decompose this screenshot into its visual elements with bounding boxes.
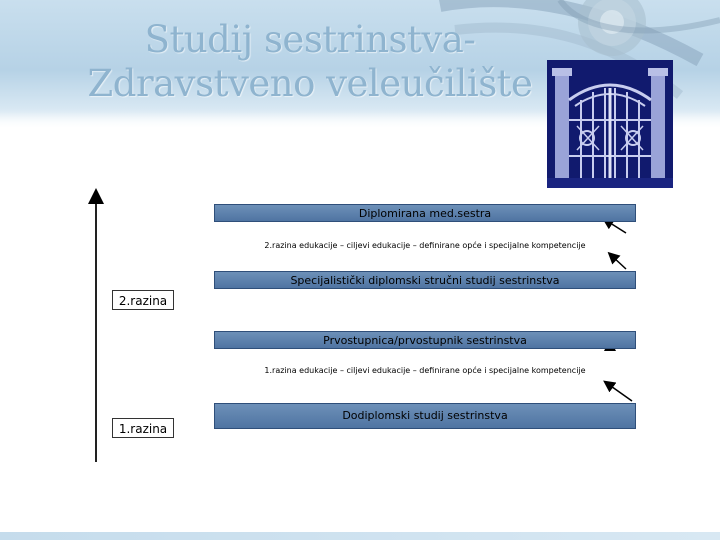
level-1-box: 1.razina	[112, 418, 174, 438]
level-2-box: 2.razina	[112, 290, 174, 310]
note-level-2: 2.razina edukacije – ciljevi edukacije –…	[264, 241, 586, 250]
gate-icon	[547, 60, 673, 188]
connector-arrow	[607, 251, 627, 270]
header-fade	[0, 112, 720, 132]
gate-logo	[547, 60, 673, 188]
slide-title: Studij sestrinstva-Zdravstveno veleučili…	[87, 18, 533, 105]
bar-diplomirana: Diplomirana med.sestra	[214, 204, 636, 222]
bar-dodiplomski: Dodiplomski studij sestrinstva	[214, 403, 636, 429]
footer-band	[0, 532, 720, 540]
connector-arrow	[601, 217, 627, 234]
stethoscope-image	[439, 0, 720, 99]
note-level-1: 1.razina edukacije – ciljevi edukacije –…	[264, 366, 586, 375]
bar-prvostupnica: Prvostupnica/prvostupnik sestrinstva	[214, 331, 636, 349]
connector-arrow	[603, 380, 633, 402]
bar-specijalisticki: Specijalistički diplomski stručni studij…	[214, 271, 636, 289]
